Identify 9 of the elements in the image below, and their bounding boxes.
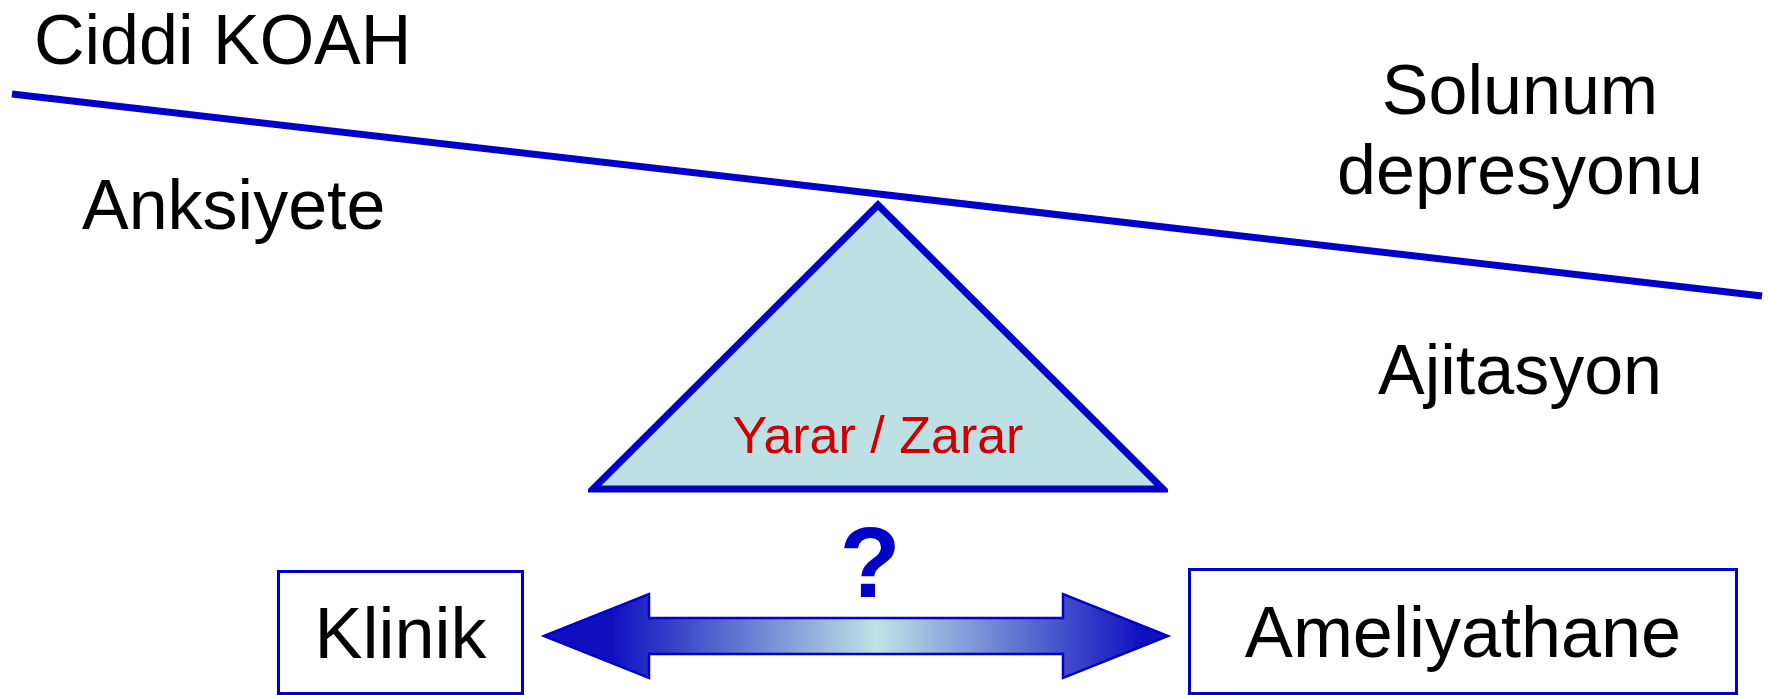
side-label: Ciddi KOAH <box>34 0 413 80</box>
label-box: Klinik <box>277 570 524 695</box>
triangle-label: Yarar / Zarar <box>732 405 1024 465</box>
side-label: Anksiyete <box>82 165 387 245</box>
label-box: Ameliyathane <box>1188 568 1738 695</box>
side-label: Solunum depresyonu <box>1336 50 1704 210</box>
double-arrow <box>540 592 1172 680</box>
side-label: Ajitasyon <box>1376 330 1663 410</box>
edge-label: ? <box>839 507 901 617</box>
